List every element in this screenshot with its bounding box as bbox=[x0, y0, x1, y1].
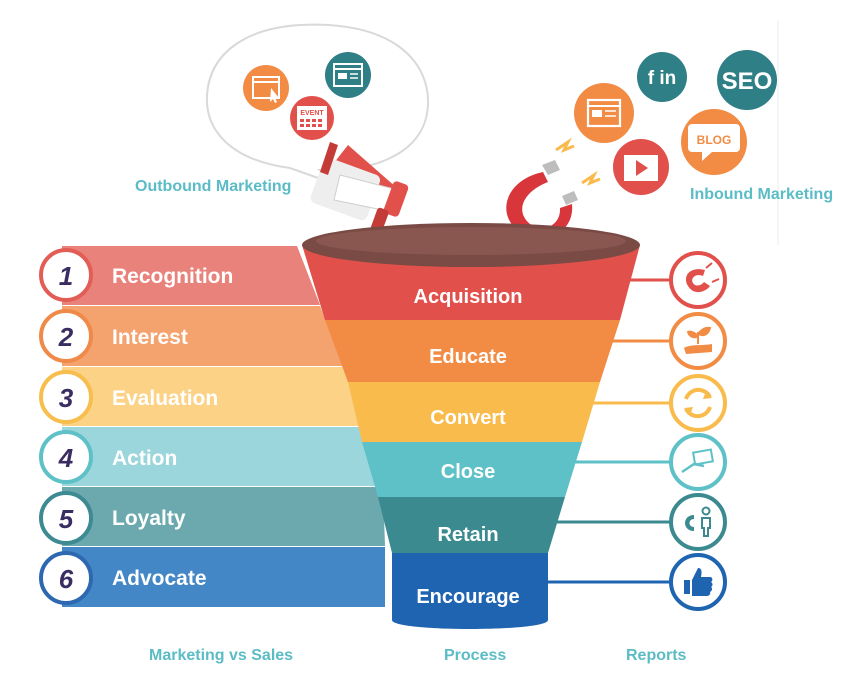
video-icon bbox=[613, 139, 669, 195]
stage-label-5: Loyalty bbox=[112, 507, 186, 530]
stage-band-2 bbox=[62, 306, 343, 366]
thumbs-up-icon bbox=[669, 553, 727, 611]
stage-label-3: Evaluation bbox=[112, 387, 218, 410]
svg-text:2: 2 bbox=[58, 322, 74, 352]
stage-number-6: 6 bbox=[39, 551, 93, 605]
funnel-labels: Acquisition Educate Convert Close Retain… bbox=[414, 286, 523, 608]
magnet-icon bbox=[669, 251, 727, 309]
report-connectors bbox=[545, 278, 672, 584]
funnel-label-acquisition: Acquisition bbox=[414, 286, 523, 308]
stage-band-3 bbox=[62, 367, 365, 426]
funnel-segment-6 bbox=[392, 553, 548, 629]
report-icons bbox=[669, 251, 727, 611]
blog-icon: BLOG bbox=[681, 109, 747, 175]
svg-text:5: 5 bbox=[59, 504, 74, 534]
stage-label-1: Recognition bbox=[112, 265, 233, 288]
funnel-segment-2 bbox=[325, 320, 620, 382]
svg-text:BLOG: BLOG bbox=[697, 133, 732, 147]
stage-number-4: 4 bbox=[39, 430, 93, 484]
stage-number-2: 2 bbox=[39, 309, 93, 363]
svg-text:1: 1 bbox=[59, 261, 73, 291]
svg-text:f in: f in bbox=[648, 68, 677, 89]
footer-reports: Reports bbox=[626, 647, 687, 664]
funnel-label-retain: Retain bbox=[437, 524, 498, 546]
magnet-attract-icon bbox=[506, 137, 601, 239]
seo-icon: SEO bbox=[717, 50, 777, 110]
browser-click-icon bbox=[243, 65, 289, 111]
svg-text:4: 4 bbox=[58, 443, 74, 473]
footer-process: Process bbox=[444, 647, 507, 664]
svg-text:EVENT: EVENT bbox=[300, 110, 324, 117]
stage-band-5 bbox=[62, 487, 385, 546]
funnel-segment-4 bbox=[362, 442, 582, 497]
funnel-label-educate: Educate bbox=[429, 346, 507, 368]
funnel bbox=[302, 223, 640, 629]
funnel-segment-5 bbox=[378, 497, 565, 553]
funnel-label-convert: Convert bbox=[430, 407, 506, 429]
person-magnet-icon bbox=[669, 493, 727, 551]
top-illustration: EVENT f in SEO BLOG bbox=[205, 20, 779, 245]
svg-text:6: 6 bbox=[59, 564, 74, 594]
browser-window-icon bbox=[325, 52, 371, 98]
inbound-marketing-label: Inbound Marketing bbox=[690, 186, 834, 203]
stage-bands bbox=[62, 246, 385, 607]
social-media-icon: f in bbox=[637, 52, 687, 102]
handshake-card-icon bbox=[669, 433, 727, 491]
plant-hand-icon bbox=[669, 312, 727, 370]
stage-label-2: Interest bbox=[112, 326, 188, 349]
event-calendar-icon: EVENT bbox=[290, 96, 334, 140]
stage-band-1 bbox=[62, 246, 320, 305]
stage-band-6 bbox=[62, 547, 385, 607]
website-icon bbox=[574, 83, 634, 143]
stage-label-6: Advocate bbox=[112, 567, 207, 590]
stage-labels: Recognition Interest Evaluation Action L… bbox=[112, 265, 233, 590]
stage-number-3: 3 bbox=[39, 370, 93, 424]
funnel-segment-3 bbox=[348, 382, 600, 442]
megaphone-icon bbox=[310, 142, 409, 243]
footer-marketing-vs-sales: Marketing vs Sales bbox=[149, 647, 294, 664]
funnel-label-encourage: Encourage bbox=[416, 586, 519, 608]
stage-number-circles: 1 2 3 4 5 6 bbox=[39, 248, 93, 605]
svg-text:SEO: SEO bbox=[722, 68, 773, 95]
stage-number-5: 5 bbox=[39, 491, 93, 545]
outbound-marketing-label: Outbound Marketing bbox=[135, 178, 292, 195]
refresh-icon bbox=[669, 374, 727, 432]
funnel-label-close: Close bbox=[441, 461, 495, 483]
stage-number-1: 1 bbox=[39, 248, 93, 302]
stage-band-4 bbox=[62, 427, 383, 486]
stage-label-4: Action bbox=[112, 447, 177, 470]
svg-text:3: 3 bbox=[59, 383, 74, 413]
